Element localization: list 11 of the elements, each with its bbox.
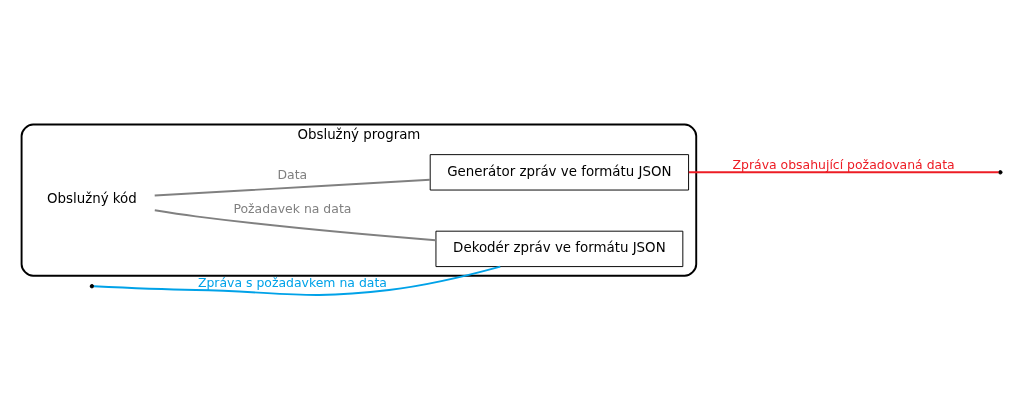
connector [687, 171, 1000, 174]
connector [153, 178, 431, 197]
node-box: Generátor zpráv ve formátu JSON [429, 154, 690, 191]
edge-label: Data [277, 167, 308, 183]
connector [92, 265, 502, 296]
node-text: Obslužný kód [47, 190, 137, 206]
edge-label: Požadavek na data [233, 200, 352, 216]
connector [153, 209, 437, 242]
edge-label: Zpráva s požadavkem na data [197, 274, 387, 290]
node-box: Dekodér zpráv ve formátu JSON [435, 230, 684, 268]
edge-label: Zpráva obsahující požadovaná data [732, 156, 955, 172]
